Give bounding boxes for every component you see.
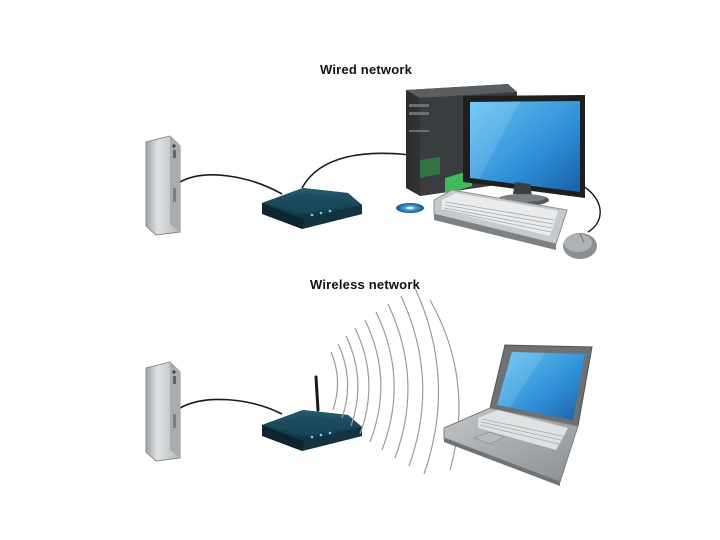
- wireless-network-title: Wireless network: [310, 277, 421, 292]
- wifi-waves-icon: [330, 287, 460, 475]
- modem-router-cable: [179, 174, 283, 195]
- monitor-icon: [463, 95, 585, 206]
- wireless-router-icon: [262, 375, 362, 451]
- router-computer-cable: [301, 152, 411, 189]
- keyboard-icon: [433, 189, 568, 250]
- modem-wireless-router-cable: [179, 398, 283, 415]
- mouse-cable: [582, 185, 601, 233]
- mouse-icon: [563, 233, 597, 259]
- disc-icon: [396, 203, 424, 213]
- router-icon: [262, 188, 362, 229]
- modem-icon: [145, 361, 181, 462]
- modem-icon: [145, 135, 181, 236]
- laptop-icon: [443, 344, 593, 486]
- wired-network-title: Wired network: [320, 62, 413, 77]
